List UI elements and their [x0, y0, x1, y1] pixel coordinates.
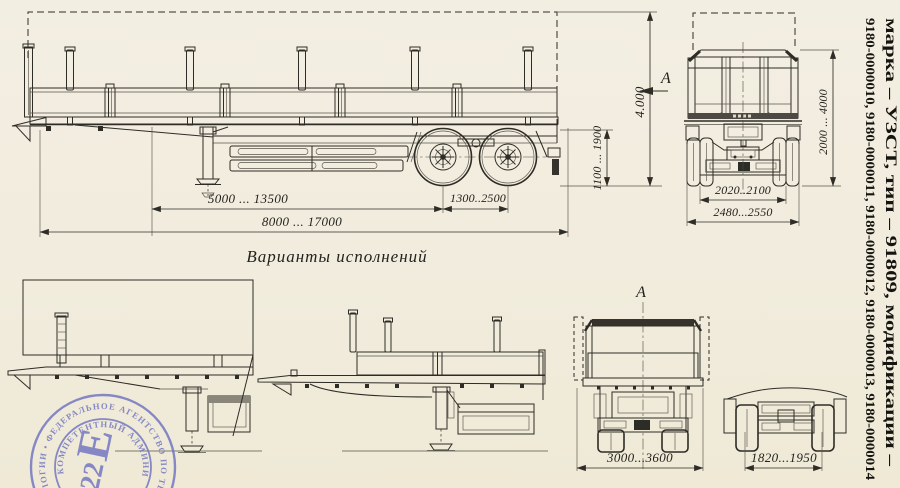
side-boards: [29, 87, 558, 118]
dim-platform-height: 1100 ... 1900: [590, 126, 604, 191]
variant2-landing-gear: [427, 386, 455, 451]
dashed-stake-left: [573, 316, 584, 381]
view-a-arrow: А: [639, 70, 671, 95]
side-view-dimensions: 5000 ... 13500 1300..2500 8000 ... 17000…: [39, 11, 662, 237]
view-a-label: А: [660, 70, 671, 87]
variant-half-boarded: [257, 309, 548, 452]
rear-envelope-dashed: [692, 12, 796, 50]
bed-bolts: [55, 375, 239, 379]
dim-overall-width: 2480...2550: [713, 205, 772, 219]
title-block: марка – УЗСТ, тип – 91809, модификации –…: [863, 18, 899, 481]
dim-low-platform-width: 1820...1950: [751, 450, 817, 465]
title-line2: 9180-0000010, 9180-0000011, 9180-0000012…: [863, 18, 878, 481]
stamp-outer-ring: [29, 393, 177, 488]
dim-wide-platform-width: 3000...3600: [606, 450, 673, 465]
variant-view-a-label: А: [635, 284, 646, 301]
board-locks: [104, 83, 463, 118]
svg-text:ОЛОГИИ • ФЕДЕРАЛЬНОЕ АГЕНТСТВО: ОЛОГИИ • ФЕДЕРАЛЬНОЕ АГЕНТСТВО ПО ТЕХНИЧ…: [0, 0, 169, 488]
rear-view-dimensions: 2020..2100 2480...2550 2000 ... 4000: [686, 49, 841, 226]
stamp-inner-ring: [54, 418, 152, 488]
rear-view: 2020..2100 2480...2550 2000 ... 4000: [684, 12, 841, 226]
variant-low-rear-view: 1820...1950: [723, 387, 848, 472]
cargo-envelope-dashed-outline: [27, 11, 558, 128]
variant-tented: [7, 279, 262, 453]
wheel-bogie: [406, 127, 546, 187]
dashed-stake-right: [699, 316, 710, 381]
gooseneck-front: [11, 116, 214, 143]
front-wall: [24, 46, 33, 118]
variant1-landing-gear: [178, 386, 206, 453]
bed-bolts: [305, 384, 524, 388]
platform-bed: [29, 116, 559, 125]
dim-support-to-axle: 5000 ... 13500: [208, 191, 288, 206]
dim-height-range: 2000 ... 4000: [816, 89, 830, 155]
stamp-inner-text: КОМПЕТЕНТНЫЙ АДМИНИСТ: [0, 0, 150, 478]
stamp-center-number: 22: [74, 460, 110, 488]
variant3-undercarriage: [593, 386, 693, 453]
dim-track-width: 2020..2100: [715, 183, 771, 197]
wheel-rear: [478, 127, 538, 187]
wheel-front: [413, 127, 473, 187]
variant-wide-rear-view: А 3000...3600: [573, 284, 710, 472]
landing-gear: [195, 126, 229, 198]
rear-undercarriage: [685, 42, 801, 194]
svg-text:КОМПЕТЕНТНЫЙ АДМИНИСТ: КОМПЕТЕНТНЫЙ АДМИНИСТ: [0, 0, 151, 478]
dim-overall-height: 4.000: [632, 86, 647, 117]
chassis-frame: [213, 124, 558, 172]
dim-axle-spacing: 1300..2500: [450, 191, 506, 205]
variants-caption: Варианты исполнений: [246, 247, 427, 266]
title-line1: марка – УЗСТ, тип – 91809, модификации –: [882, 18, 899, 467]
side-view: 5000 ... 13500 1300..2500 8000 ... 17000…: [11, 11, 671, 237]
certification-stamp: ОЛОГИИ • ФЕДЕРАЛЬНОЕ АГЕНТСТВО ПО ТЕХНИЧ…: [0, 0, 177, 488]
stamp-outer-text: ОЛОГИИ • ФЕДЕРАЛЬНОЕ АГЕНТСТВО ПО ТЕХНИЧ…: [0, 0, 168, 488]
dim-overall-length: 8000 ... 17000: [262, 214, 342, 229]
rear-end: [535, 130, 561, 175]
